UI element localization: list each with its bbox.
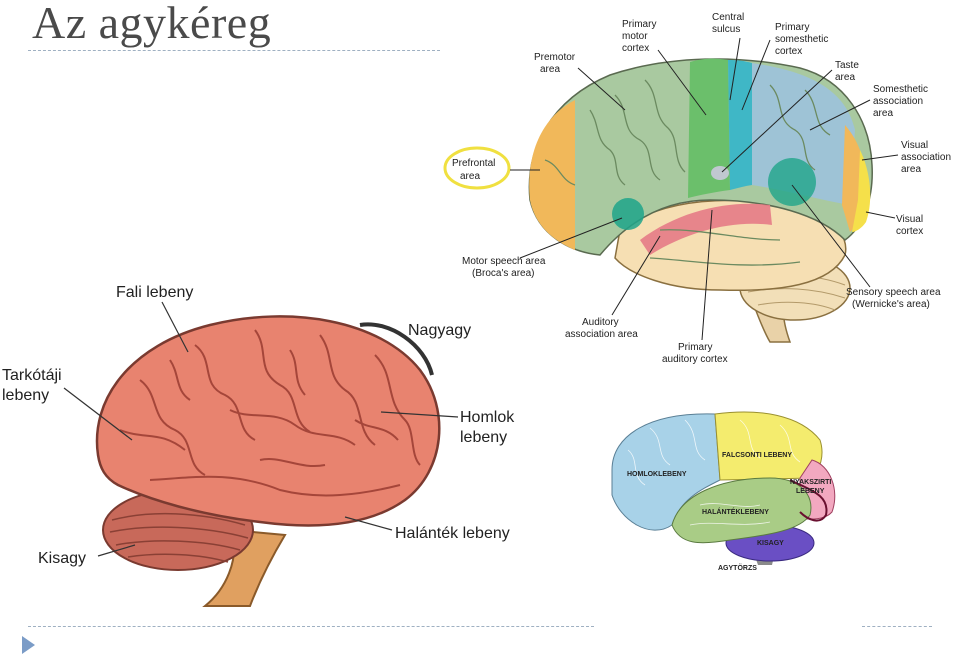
label-primary-motor-2: motor <box>622 31 648 42</box>
label-soma-assoc-1: Somesthetic <box>873 84 928 95</box>
label-small-homlok: HOMLOKLEBENY <box>627 471 687 478</box>
label-small-kisagy: KISAGY <box>757 540 784 547</box>
label-small-falcsonti: FALCSONTI LEBENY <box>722 452 792 459</box>
label-visual-assoc-3: area <box>901 164 921 175</box>
title-divider <box>28 50 440 51</box>
label-primary-motor-3: cortex <box>622 43 649 54</box>
left-brain-diagram: Fali lebeny Nagyagy Tarkótáji lebeny Hom… <box>2 284 515 607</box>
label-visual-cortex-2: cortex <box>896 226 923 237</box>
label-small-nyakszirti-1: NYAKSZIRTI <box>790 479 831 486</box>
label-auditory-assoc-1: Auditory <box>582 317 619 328</box>
label-prefrontal-1: Prefrontal <box>452 158 495 169</box>
next-slide-arrow-icon[interactable] <box>22 636 35 654</box>
label-soma-assoc-2: association <box>873 96 923 107</box>
label-tarkotaji-line1: Tarkótáji <box>2 367 62 384</box>
label-sensory-speech-2: (Wernicke's area) <box>852 299 930 310</box>
label-sensory-speech-1: Sensory speech area <box>846 287 941 298</box>
footer-divider-right <box>862 626 932 627</box>
label-small-agytorzs: AGYTÖRZS <box>718 563 757 572</box>
label-homlok-line2: lebeny <box>460 429 507 446</box>
small-temporal-lobe <box>671 477 812 544</box>
label-nagyagy: Nagyagy <box>408 322 471 339</box>
label-premotor-2: area <box>540 64 560 75</box>
label-motor-speech-2: (Broca's area) <box>472 268 535 279</box>
label-primary-somesthetic-3: cortex <box>775 46 802 57</box>
label-taste-2: area <box>835 72 855 83</box>
label-primary-somesthetic-1: Primary <box>775 22 809 33</box>
region-auditory <box>640 203 772 255</box>
label-fali-lebeny: Fali lebeny <box>116 284 193 301</box>
label-soma-assoc-3: area <box>873 108 893 119</box>
label-central-sulcus-1: Central <box>712 12 744 23</box>
region-broca <box>612 198 644 230</box>
label-primary-auditory-1: Primary <box>678 342 712 353</box>
region-prefrontal <box>529 100 575 250</box>
label-primary-somesthetic-2: somesthetic <box>775 34 828 45</box>
lobes-small-diagram: HOMLOKLEBENY FALCSONTI LEBENY NYAKSZIRTI… <box>611 411 836 572</box>
footer-divider-left <box>28 626 594 627</box>
label-halantek-lebeny: Halánték lebeny <box>395 525 510 542</box>
slide-title: Az agykéreg <box>32 0 272 48</box>
label-tarkotaji-line2: lebeny <box>2 387 49 404</box>
label-small-halantek: HALÁNTÉKLEBENY <box>702 507 769 516</box>
label-primary-auditory-2: auditory cortex <box>662 354 728 365</box>
prefrontal-highlight-ring <box>443 146 511 190</box>
label-visual-cortex-1: Visual <box>896 214 923 225</box>
left-cerebrum <box>95 315 441 527</box>
small-frontal-lobe <box>611 413 721 531</box>
functional-brain-diagram: Primary motor cortex Central sulcus Prim… <box>443 12 951 365</box>
region-wernicke <box>768 158 816 206</box>
label-central-sulcus-2: sulcus <box>712 24 740 35</box>
region-primary-somesthetic <box>728 60 752 190</box>
label-small-nyakszirti-2: LEBENY <box>796 488 825 495</box>
label-kisagy: Kisagy <box>38 550 86 567</box>
nagyagy-bracket <box>359 322 434 376</box>
region-visual-cortex <box>852 150 871 232</box>
label-visual-assoc-2: association <box>901 152 951 163</box>
region-primary-motor <box>688 58 730 198</box>
label-visual-assoc-1: Visual <box>901 140 928 151</box>
label-homlok-line1: Homlok <box>460 409 515 426</box>
label-prefrontal-2: area <box>460 171 480 182</box>
label-auditory-assoc-2: association area <box>565 329 638 340</box>
label-motor-speech-1: Motor speech area <box>462 256 546 267</box>
label-taste-1: Taste <box>835 60 859 71</box>
label-premotor-1: Premotor <box>534 52 576 63</box>
label-primary-motor-1: Primary <box>622 19 656 30</box>
